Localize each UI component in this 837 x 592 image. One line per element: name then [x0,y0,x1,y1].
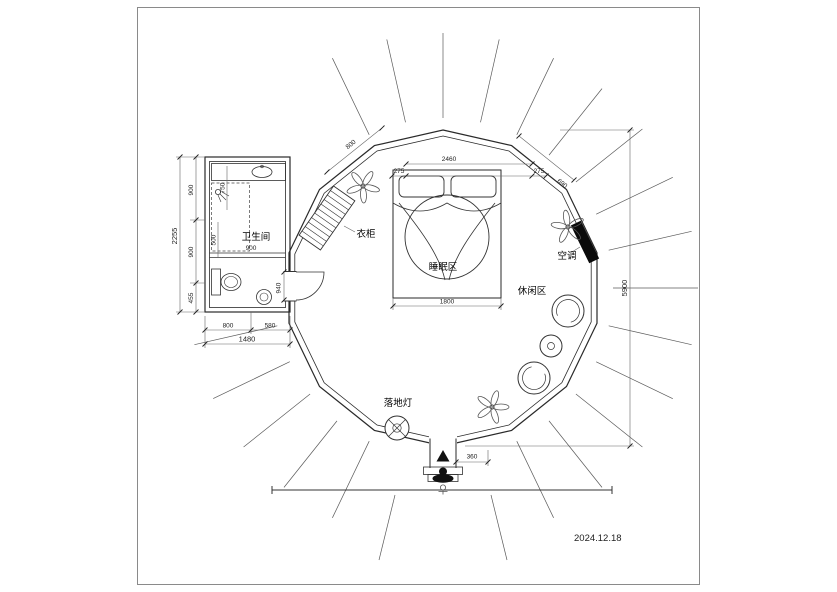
dim-text-left-seg2: 900 [188,246,195,257]
dim-text-bed-width: 1800 [440,299,455,306]
dim-text-bath-c: 900 [246,245,257,252]
dim-text-right-total: 5900 [620,280,629,297]
dim-right: 5900 [465,127,634,449]
entry-figure-small [438,484,448,495]
label-leisure-area: 休闲区 [518,285,547,297]
plant-3 [471,386,514,429]
dim-text-bath-a: 750 [220,182,227,193]
ac-unit [570,220,600,264]
dim-text-left-total: 2255 [170,228,179,245]
bathroom-divider-wall [209,252,286,258]
label-floor-lamp: 落地灯 [384,397,413,409]
bathroom [204,156,291,313]
label-air-conditioner: 空调 [557,250,576,262]
bathroom-inner-wall [209,161,286,308]
bed-canopy-drapes [398,202,496,281]
bed [392,169,502,299]
bathroom-door [283,271,325,302]
bed-frame [392,169,502,299]
entry [423,434,463,495]
dim-text-left-seg3: 455 [188,292,195,303]
pillow-left [398,175,445,198]
dim-door: 940 [276,269,287,303]
dim-text-door: 940 [276,282,283,293]
vanity-sink [251,166,273,178]
dim-bottom: 800 580 1480 [202,312,293,348]
entry-arrow [436,450,450,462]
dim-text-top-right-slant: 690 [556,178,569,191]
bathroom-door-arc [295,271,325,301]
drawing-frame [137,7,700,585]
pillow-right [450,175,497,198]
label-sleeping-area: 睡眠区 [429,261,458,273]
dim-bathroom-interior: 750 500 900 [211,166,257,258]
dim-text-left-seg1: 900 [188,184,195,195]
leisure-furniture [517,294,585,395]
dim-text-bottom-total: 1480 [239,335,256,344]
dim-text-entry: 360 [467,454,478,461]
dim-text-bottom-seg1: 800 [223,323,234,330]
dim-text-bottom-seg2: 580 [265,323,276,330]
date-text: 2024.12.18 [574,533,622,544]
dim-left: 900 900 455 2255 [170,154,205,315]
bed-scallop [392,202,502,212]
bed-canopy-circle [404,194,490,280]
entry-jambs [429,438,457,468]
wardrobe [298,185,356,251]
label-wardrobe: 衣柜 [356,228,376,240]
dim-text-bath-b: 500 [211,234,218,245]
label-bathroom: 卫生间 [242,231,271,243]
entry-person [432,467,454,483]
dim-text-top-b: 275 [534,168,545,175]
dim-entry: 360 [453,450,491,466]
dim-bed: 1800 [390,298,504,310]
shower-area [211,182,250,252]
dim-text-top-a: 275 [394,168,405,175]
roof-rib-lines [194,33,698,561]
wash-basin [256,289,272,305]
dim-text-top-mid: 2460 [442,156,457,163]
vanity-counter [211,163,286,181]
toilet [211,268,242,296]
label-leaders [343,225,581,253]
side-table [539,334,563,358]
sink-faucet [260,164,264,169]
shower-head [214,188,230,203]
yurt-wall-inner [294,135,592,441]
floor-lamp-symbol [384,415,410,441]
